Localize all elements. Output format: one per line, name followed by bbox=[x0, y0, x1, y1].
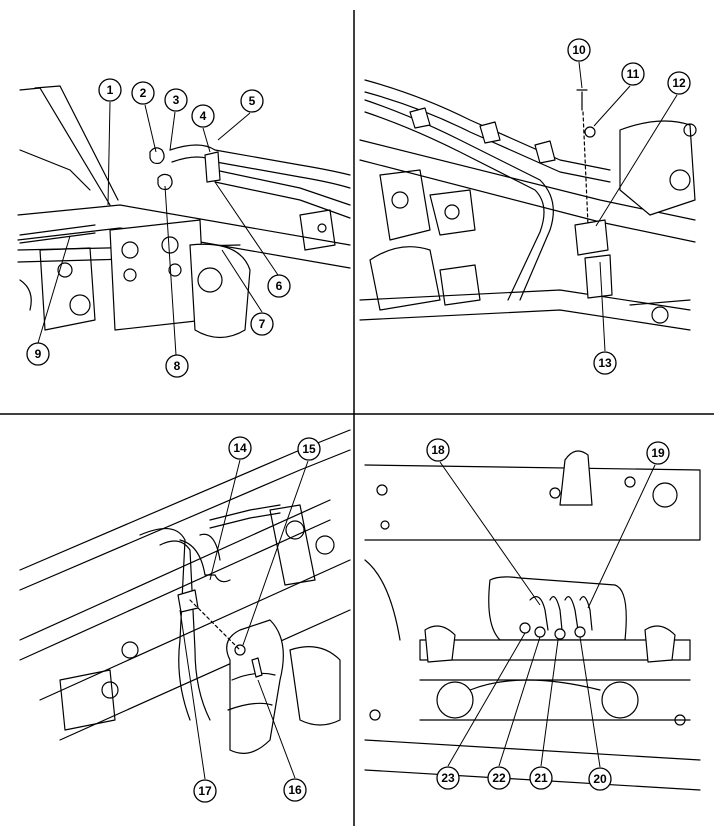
svg-text:20: 20 bbox=[593, 772, 607, 786]
svg-text:8: 8 bbox=[174, 359, 181, 373]
callout-21: 21 bbox=[529, 766, 553, 790]
callout-12: 12 bbox=[667, 71, 691, 95]
callout-4: 4 bbox=[191, 104, 215, 128]
panel-bottom-right-illustration bbox=[364, 450, 701, 791]
leader-lines bbox=[37, 61, 678, 780]
callout-5: 5 bbox=[240, 89, 264, 113]
panel-bottom-left-illustration bbox=[19, 429, 351, 754]
callout-3: 3 bbox=[164, 88, 188, 112]
callout-7: 7 bbox=[250, 312, 274, 336]
callout-22: 22 bbox=[487, 766, 511, 790]
callout-6: 6 bbox=[267, 274, 291, 298]
callout-13: 13 bbox=[593, 351, 617, 375]
callout-10: 10 bbox=[567, 38, 591, 62]
svg-text:21: 21 bbox=[534, 771, 548, 785]
svg-text:16: 16 bbox=[288, 783, 302, 797]
svg-text:22: 22 bbox=[492, 771, 506, 785]
svg-text:9: 9 bbox=[35, 347, 42, 361]
callout-9: 9 bbox=[26, 342, 50, 366]
callout-11: 11 bbox=[621, 62, 645, 86]
svg-text:4: 4 bbox=[200, 109, 207, 123]
svg-text:6: 6 bbox=[276, 279, 283, 293]
svg-text:13: 13 bbox=[598, 356, 612, 370]
svg-text:18: 18 bbox=[431, 443, 445, 457]
svg-text:15: 15 bbox=[302, 442, 316, 456]
callout-20: 20 bbox=[588, 767, 612, 791]
svg-text:17: 17 bbox=[198, 784, 212, 798]
svg-text:2: 2 bbox=[140, 86, 147, 100]
svg-text:7: 7 bbox=[259, 317, 266, 331]
svg-text:12: 12 bbox=[672, 76, 686, 90]
svg-text:23: 23 bbox=[441, 771, 455, 785]
callout-2: 2 bbox=[131, 81, 155, 105]
panel-top-right-illustration bbox=[359, 79, 697, 331]
callout-23: 23 bbox=[436, 766, 460, 790]
svg-text:5: 5 bbox=[249, 94, 256, 108]
svg-text:1: 1 bbox=[107, 83, 114, 97]
panel-top-left-illustration bbox=[17, 85, 351, 339]
callout-19: 19 bbox=[646, 441, 670, 465]
callout-17: 17 bbox=[193, 779, 217, 803]
callout-8: 8 bbox=[165, 354, 189, 378]
svg-text:10: 10 bbox=[572, 43, 586, 57]
svg-text:14: 14 bbox=[233, 441, 247, 455]
svg-text:3: 3 bbox=[173, 93, 180, 107]
svg-text:19: 19 bbox=[651, 446, 665, 460]
callout-18: 18 bbox=[426, 438, 450, 462]
callout-1: 1 bbox=[98, 78, 122, 102]
callouts: 1 2 3 4 5 6 7 8 9 10 11 12 13 14 15 16 1… bbox=[26, 38, 691, 803]
svg-text:11: 11 bbox=[627, 67, 640, 81]
callout-16: 16 bbox=[283, 778, 307, 802]
callout-15: 15 bbox=[297, 437, 321, 461]
callout-14: 14 bbox=[228, 436, 252, 460]
